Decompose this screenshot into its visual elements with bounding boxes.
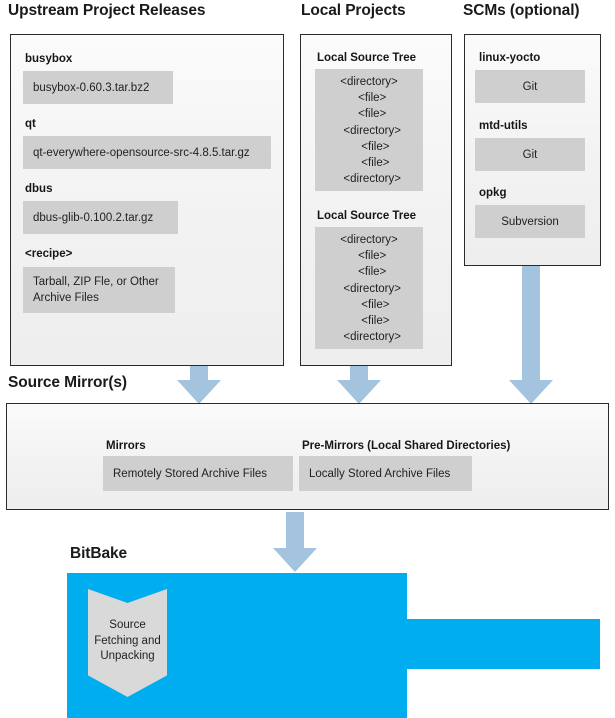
recipe-value-line-1: Tarball, ZIP Fle, or	[33, 276, 127, 288]
pre-mirrors-group-value: Locally Stored Archive Files	[299, 456, 472, 491]
scm-item-label-opkg: opkg	[479, 187, 507, 199]
tree-line: <file>	[351, 108, 387, 121]
source-fetching-and-unpacking-box: Source Fetching and Unpacking	[88, 589, 167, 697]
source-fetching-and-unpacking-label: Source Fetching and Unpacking	[88, 618, 167, 665]
process-line-2: Fetching and	[94, 634, 161, 647]
pre-mirrors-group-label: Pre-Mirrors (Local Shared Directories)	[302, 440, 511, 452]
upstream-item-value-dbus: dbus-glib-0.100.2.tar.gz	[23, 201, 178, 234]
tree-line: <directory>	[340, 76, 398, 88]
arrow-scms-to-mirrors	[509, 266, 553, 404]
upstream-item-label-busybox: busybox	[25, 53, 73, 65]
panel-upstream-project-releases: busybox busybox-0.60.3.tar.bz2 qt qt-eve…	[10, 34, 284, 366]
upstream-item-value-qt: qt-everywhere-opensource-src-4.8.5.tar.g…	[23, 136, 271, 169]
scm-item-value-mtd-utils: Git	[475, 138, 585, 171]
tree-line: <directory>	[337, 331, 401, 344]
column-heading-local-projects: Local Projects	[301, 2, 406, 19]
panel-source-mirrors: Mirrors Remotely Stored Archive Files Pr…	[6, 403, 609, 510]
scm-item-label-mtd-utils: mtd-utils	[479, 120, 528, 132]
tree-line: <file>	[348, 157, 390, 170]
local-source-tree-1: <directory> <file> <file> <directory> <f…	[315, 69, 423, 191]
local-source-tree-2: <directory> <file> <file> <directory> <f…	[315, 227, 423, 349]
tree-line: <file>	[351, 92, 387, 105]
tree-line: <file>	[351, 266, 387, 279]
tree-line: <directory>	[340, 234, 398, 246]
recipe-value-line-2: Other Archive Files	[33, 276, 159, 304]
process-line-3: Unpacking	[100, 650, 155, 662]
tree-line: <file>	[348, 140, 390, 153]
process-line-1: Source	[109, 619, 146, 631]
bitbake-block-tail	[405, 619, 600, 669]
column-heading-scms: SCMs (optional)	[463, 2, 580, 19]
tree-line: <directory>	[337, 124, 401, 137]
tree-line: <file>	[348, 298, 390, 311]
local-tree-label-1: Local Source Tree	[317, 52, 417, 64]
mirrors-group-label: Mirrors	[106, 440, 146, 452]
arrow-mirrors-to-bitbake	[273, 512, 317, 572]
upstream-item-value-busybox: busybox-0.60.3.tar.bz2	[23, 71, 173, 104]
upstream-item-label-dbus: dbus	[25, 183, 53, 195]
arrow-local-projects-to-mirrors	[337, 366, 381, 404]
panel-local-projects: Local Source Tree <directory> <file> <fi…	[300, 34, 452, 366]
tree-line: <file>	[348, 315, 390, 328]
upstream-item-label-qt: qt	[25, 118, 36, 130]
column-heading-upstream: Upstream Project Releases	[8, 2, 206, 19]
upstream-item-value-recipe: Tarball, ZIP Fle, or Other Archive Files	[23, 267, 175, 313]
panel-scms: linux-yocto Git mtd-utils Git opkg Subve…	[464, 34, 601, 266]
section-heading-bitbake: BitBake	[70, 545, 128, 562]
scm-item-label-linux-yocto: linux-yocto	[479, 52, 541, 64]
local-tree-label-2: Local Source Tree	[317, 210, 417, 222]
section-heading-source-mirrors: Source Mirror(s)	[8, 374, 127, 391]
arrow-upstream-to-mirrors	[177, 366, 221, 404]
scm-item-value-opkg: Subversion	[475, 205, 585, 238]
upstream-item-label-recipe: <recipe>	[25, 248, 73, 260]
scm-item-value-linux-yocto: Git	[475, 70, 585, 103]
tree-line: <directory>	[337, 282, 401, 295]
tree-line: <file>	[351, 250, 387, 263]
mirrors-group-value: Remotely Stored Archive Files	[103, 456, 293, 491]
tree-line: <directory>	[337, 173, 401, 186]
